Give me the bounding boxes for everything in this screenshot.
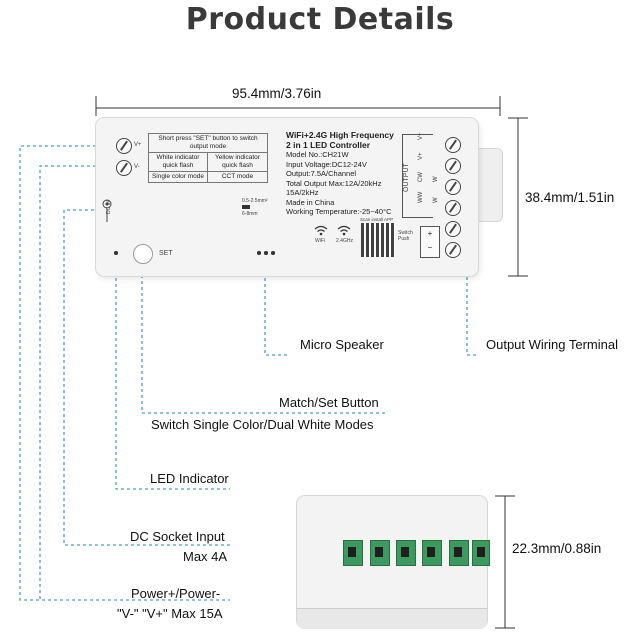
function-table-r2-left: Single color mode <box>148 171 208 183</box>
side-terminal-4 <box>422 540 442 566</box>
callout-micro-speaker: Micro Speaker <box>300 337 384 352</box>
input-terminal-vminus <box>116 160 132 176</box>
output-terminal-4 <box>445 200 461 216</box>
output-terminal-label-6: W <box>433 197 439 203</box>
side-view-base <box>297 608 487 629</box>
dc-socket-icon <box>102 199 112 222</box>
rf-signal-icon <box>337 225 351 236</box>
output-terminal-label-3: CW <box>418 172 424 182</box>
output-bracket <box>402 134 433 218</box>
output-terminal-6 <box>445 242 461 258</box>
spec-total-1: Total Output Max:12A/20kHz <box>286 178 382 188</box>
wire-gauge-label: 0.5-2.5mm² <box>242 198 268 204</box>
spec-input: Input Voltage:DC12-24V <box>286 159 367 169</box>
rf-label: 2.4GHz <box>336 238 353 244</box>
side-terminal-2 <box>370 540 390 566</box>
callout-switch-modes: Switch Single Color/Dual White Modes <box>151 417 374 432</box>
input-terminal-vplus <box>116 138 132 154</box>
callout-dc-socket: DC Socket Input <box>130 529 225 544</box>
led-indicator <box>114 251 118 255</box>
speaker-hole-2 <box>264 251 268 255</box>
set-button-label: SET <box>159 250 173 257</box>
spec-output: Output:7.5A/Channel <box>286 169 357 178</box>
callout-power-max: "V-" "V+" Max 15A <box>117 606 223 621</box>
output-terminal-5 <box>445 221 461 237</box>
wire-strip-length-label: 6-8mm <box>242 211 258 217</box>
scan-app-label: Scan install APP <box>360 217 394 222</box>
callout-match-button: Match/Set Button <box>279 395 379 410</box>
output-terminal-label-2: V+ <box>418 152 424 160</box>
function-table-header: Short press "SET" button to switch outpu… <box>148 133 268 153</box>
input-terminal-label-vplus: V+ <box>134 142 142 148</box>
output-terminal-3 <box>445 179 461 195</box>
spec-heading-2: 2 in 1 LED Controller <box>286 140 371 150</box>
output-label: OUTPUT <box>403 163 410 192</box>
height-dimension-label: 38.4mm/1.51in <box>525 190 615 205</box>
output-terminal-label-1: V+ <box>418 132 424 140</box>
spec-made: Made in China <box>286 197 335 207</box>
function-table-r1-right: Yellow indicator quick flash <box>206 152 269 172</box>
depth-dimension-label: 22.3mm/0.88in <box>512 541 602 556</box>
output-terminal-2 <box>445 158 461 174</box>
set-button[interactable] <box>133 244 153 264</box>
output-terminal-label-4: WW <box>418 191 424 203</box>
side-terminal-3 <box>396 540 416 566</box>
callout-output-terminal: Output Wiring Terminal <box>486 337 618 352</box>
speaker-hole-1 <box>257 251 261 255</box>
input-terminal-label-vminus: V- <box>134 164 140 170</box>
spec-heading-1: WiFi+2.4G High Frequency <box>286 130 394 140</box>
callout-dc-max: Max 4A <box>183 549 228 564</box>
mounting-ear-right <box>476 148 503 222</box>
wifi-label: WiFi <box>315 238 325 244</box>
function-table: Short press "SET" button to switch outpu… <box>148 133 269 183</box>
spec-total-2: 15A/2kHz <box>286 188 319 197</box>
side-terminal-5 <box>449 540 469 566</box>
spec-block: WiFi+2.4G High Frequency 2 in 1 LED Cont… <box>286 130 394 217</box>
output-terminal-label-5: W <box>433 176 439 182</box>
side-terminal-6 <box>472 540 490 566</box>
dc-in-label: DC IN <box>106 200 112 214</box>
spec-temp: Working Temperature:-25~40°C <box>286 207 392 216</box>
wifi-icon <box>314 225 328 236</box>
callout-power: Power+/Power- <box>131 586 221 601</box>
side-terminal-1 <box>343 540 363 566</box>
width-dimension-label: 95.4mm/3.76in <box>232 86 322 101</box>
speaker-hole-3 <box>271 251 275 255</box>
function-table-r1-left: White indicator quick flash <box>148 152 208 172</box>
wire-strip-icon <box>242 205 250 209</box>
callout-led-indicator: LED Indicator <box>150 471 229 486</box>
switch-push-label: Switch Push <box>398 230 413 242</box>
function-table-r2-right: CCT mode <box>206 171 269 183</box>
qr-code-image <box>361 223 395 257</box>
page-title: Product Details <box>185 2 455 37</box>
switch-push-terminal: +− <box>420 226 440 258</box>
output-terminal-1 <box>445 137 461 153</box>
spec-model: Model No.:CH21W <box>286 150 349 159</box>
